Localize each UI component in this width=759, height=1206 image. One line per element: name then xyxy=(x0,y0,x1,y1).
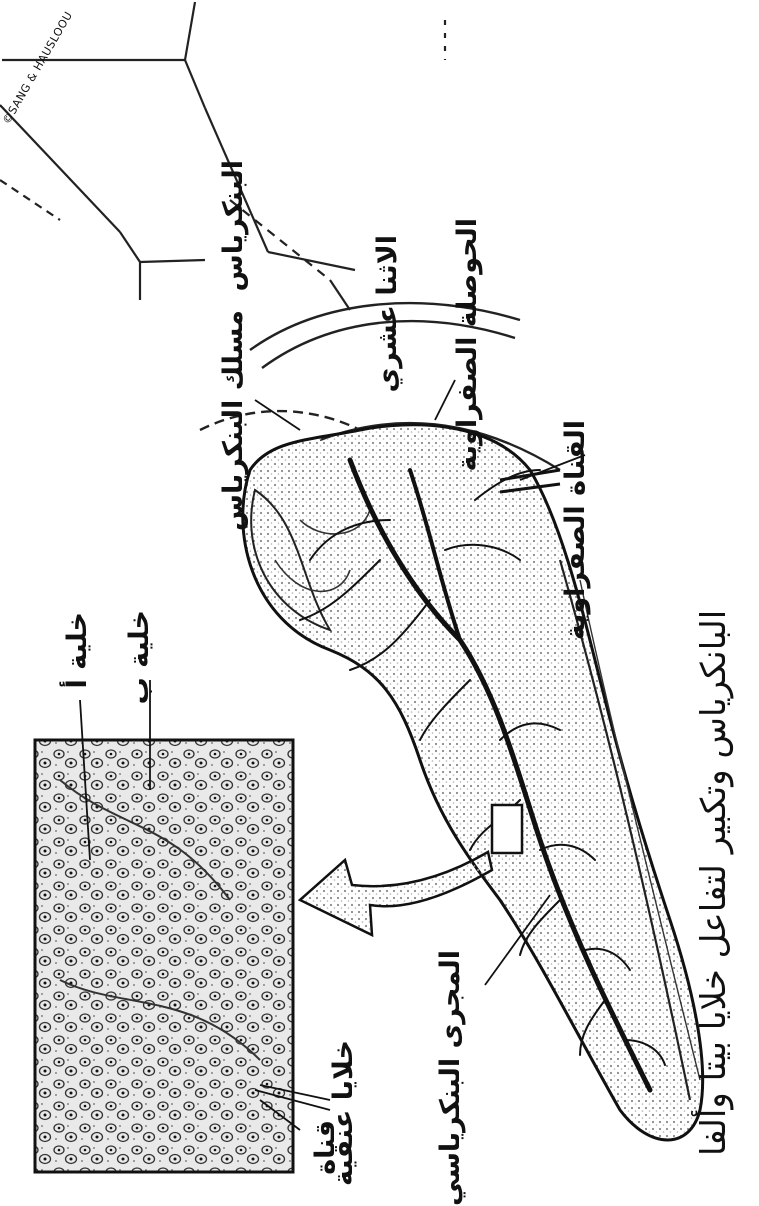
label-alpha-cell: خلية أ xyxy=(62,612,93,689)
pancreas-body xyxy=(243,425,703,1140)
label-gallbladder: الحوصلة الصفراوية xyxy=(452,218,483,471)
magnified-area-box xyxy=(492,805,522,853)
label-pancreatic-head: البنكرياس xyxy=(218,160,249,291)
label-duodenum: الاثنا عشري xyxy=(372,235,403,393)
label-duct: قناة xyxy=(310,1120,341,1175)
diagram-title: البانكرياس وتكبير لتفاعل خلايا بيتا وألف… xyxy=(694,296,734,1156)
magnified-inset xyxy=(35,740,293,1172)
label-common-bile-duct: القناة الصفراوية xyxy=(560,420,591,640)
label-pancreatic-duct: المجرى البنكرياسي xyxy=(435,950,466,1206)
label-beta-cell: خلية ب xyxy=(124,610,155,704)
label-accessory-duct: مسلك البنكرياس xyxy=(218,310,249,531)
magnify-arrow xyxy=(300,852,492,935)
